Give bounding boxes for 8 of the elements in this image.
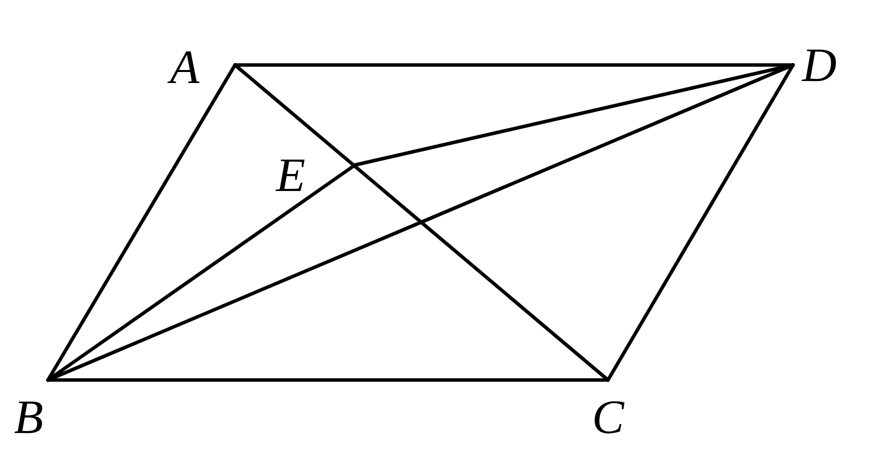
line-segment xyxy=(353,63,795,167)
point-label: E xyxy=(276,152,306,200)
point-label: C xyxy=(592,394,624,442)
line-segment xyxy=(606,63,795,382)
line-segment xyxy=(46,163,357,382)
line-segment xyxy=(46,378,610,382)
point-label: D xyxy=(802,42,837,90)
point-label: B xyxy=(14,394,44,442)
